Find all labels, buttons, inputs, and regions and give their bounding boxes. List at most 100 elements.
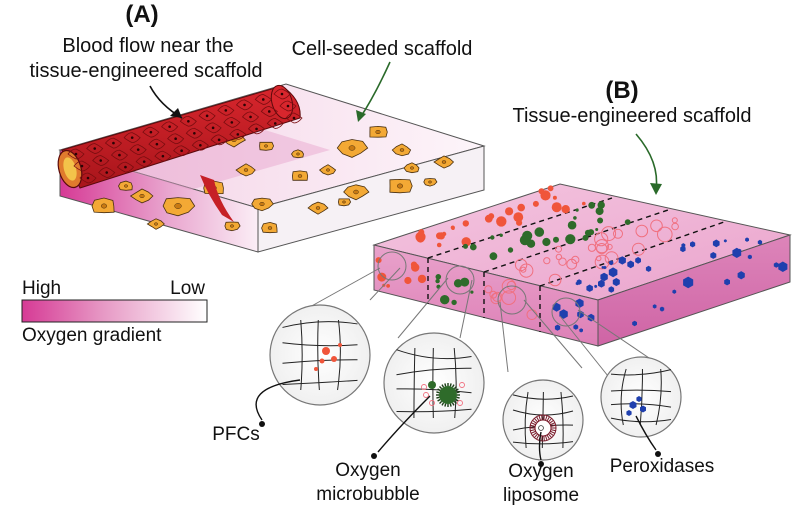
cell [146,218,165,230]
peroxidase-particle [575,298,584,308]
endothelial-cell [67,148,85,160]
endothelial-cell [198,110,216,122]
liposome-label-arrow [538,431,542,461]
microbubble-particle [534,227,545,237]
endothelial-cell [79,172,97,184]
liposome-particle [558,257,567,266]
peroxidase-particle [659,306,665,312]
microbubble-label-arrow [377,395,431,453]
pfc-droplet [338,343,342,347]
microbubble-particle [595,228,599,231]
liposome-particle [520,266,527,273]
liposome-particle [555,253,563,261]
carrier-label-pfcs: PFCs [212,379,301,445]
peroxidase-particle [618,256,626,265]
peroxidase-particle [724,278,730,286]
pfcs-particle [517,203,525,212]
endothelial-cell [135,156,153,168]
pfcs-particle [551,202,562,213]
peroxidase-particle [681,243,686,248]
endothelial-cell [204,122,222,134]
endothelial-cell [254,94,272,105]
pfcs-particle [404,276,412,285]
peroxidase-particle [608,286,615,293]
endothelial-cell [247,123,266,135]
endothelial-cell [167,133,185,145]
blood-flow-label-line1: Blood flow near the [62,35,233,57]
legend-title: Oxygen gradient [22,325,162,346]
liposome-particle [671,222,679,231]
microbubble-particle [489,252,498,261]
peroxidase-particle [732,247,742,258]
cell [162,197,196,217]
pfc-droplet [314,367,318,371]
microbubble-particle [507,247,514,253]
endothelial-cell [92,155,110,166]
microbubble-label-line2: microbubble [316,484,420,505]
tissue-engineered-scaffold [372,183,792,347]
zoom-insets [269,304,682,461]
liposome-particle [543,257,551,265]
endothelial-cell [123,132,141,144]
endothelial-cell [229,128,247,140]
endothelial-cell [279,100,297,112]
pfcs-particle [496,216,507,227]
endothelial-cell [179,115,197,127]
peroxidases-label-arrow [635,415,657,451]
liposome-particle [519,263,534,278]
blood-vessel [57,84,303,222]
cell [291,170,309,181]
carrier-particles [375,185,788,333]
panel-a-letter: (A) [125,1,158,28]
microbubble-particle [582,234,589,241]
cell [291,149,304,159]
cell [224,221,241,232]
endothelial-cell [142,126,160,138]
oxygen-gradient-legend: High Low Oxygen gradient [21,278,208,346]
tissue-scaffold-arrow [635,133,658,191]
peroxidase-particle [559,309,568,319]
microbubble-particle [587,229,595,236]
endothelial-cell [116,161,135,173]
liposome-particle [594,239,610,254]
endothelial-cell [173,145,191,157]
microbubble-particle [588,201,596,209]
pfcs-particle [441,231,447,237]
cell [235,163,256,177]
tissue-scaffold-label: Tissue-engineered scaffold [512,105,751,127]
liposome-particle [601,226,617,242]
endothelial-cell [110,149,129,161]
cell-scaffold-label: Cell-seeded scaffold [292,38,473,60]
cell [129,188,154,204]
peroxidase-particle [757,239,763,245]
peroxidase-particle [603,265,607,270]
liposome-label-line1: Oxygen [508,461,573,482]
peroxidase-particle [608,267,618,278]
microbubble-particle [526,239,536,248]
endothelial-cell [148,138,166,150]
liposome-particle [490,293,502,305]
liposome-particle [613,228,623,239]
microbubble-particle [499,233,503,237]
scaffold-cells [91,125,455,234]
endothelial-cell [86,143,104,154]
pfcs-particle [516,219,523,226]
liposome-particle [548,273,562,287]
pfcs-label-line1: PFCs [212,424,260,445]
peroxidase-particle [554,324,561,331]
pfcs-particle [561,205,570,214]
microbubble-particle [435,278,440,284]
peroxidases-label-line1: Peroxidases [610,456,715,477]
blood-flow-label-line2: tissue-engineered scaffold [29,60,262,82]
cell [259,141,275,151]
pfcs-particle [416,234,425,243]
microbubble-particle [463,243,468,249]
peroxidase-particle [598,279,605,288]
microbubble-label-line1: Oxygen [335,460,400,481]
pfcs-particle [505,207,514,216]
liposome-particle [596,243,608,255]
endothelial-cell [273,88,291,100]
